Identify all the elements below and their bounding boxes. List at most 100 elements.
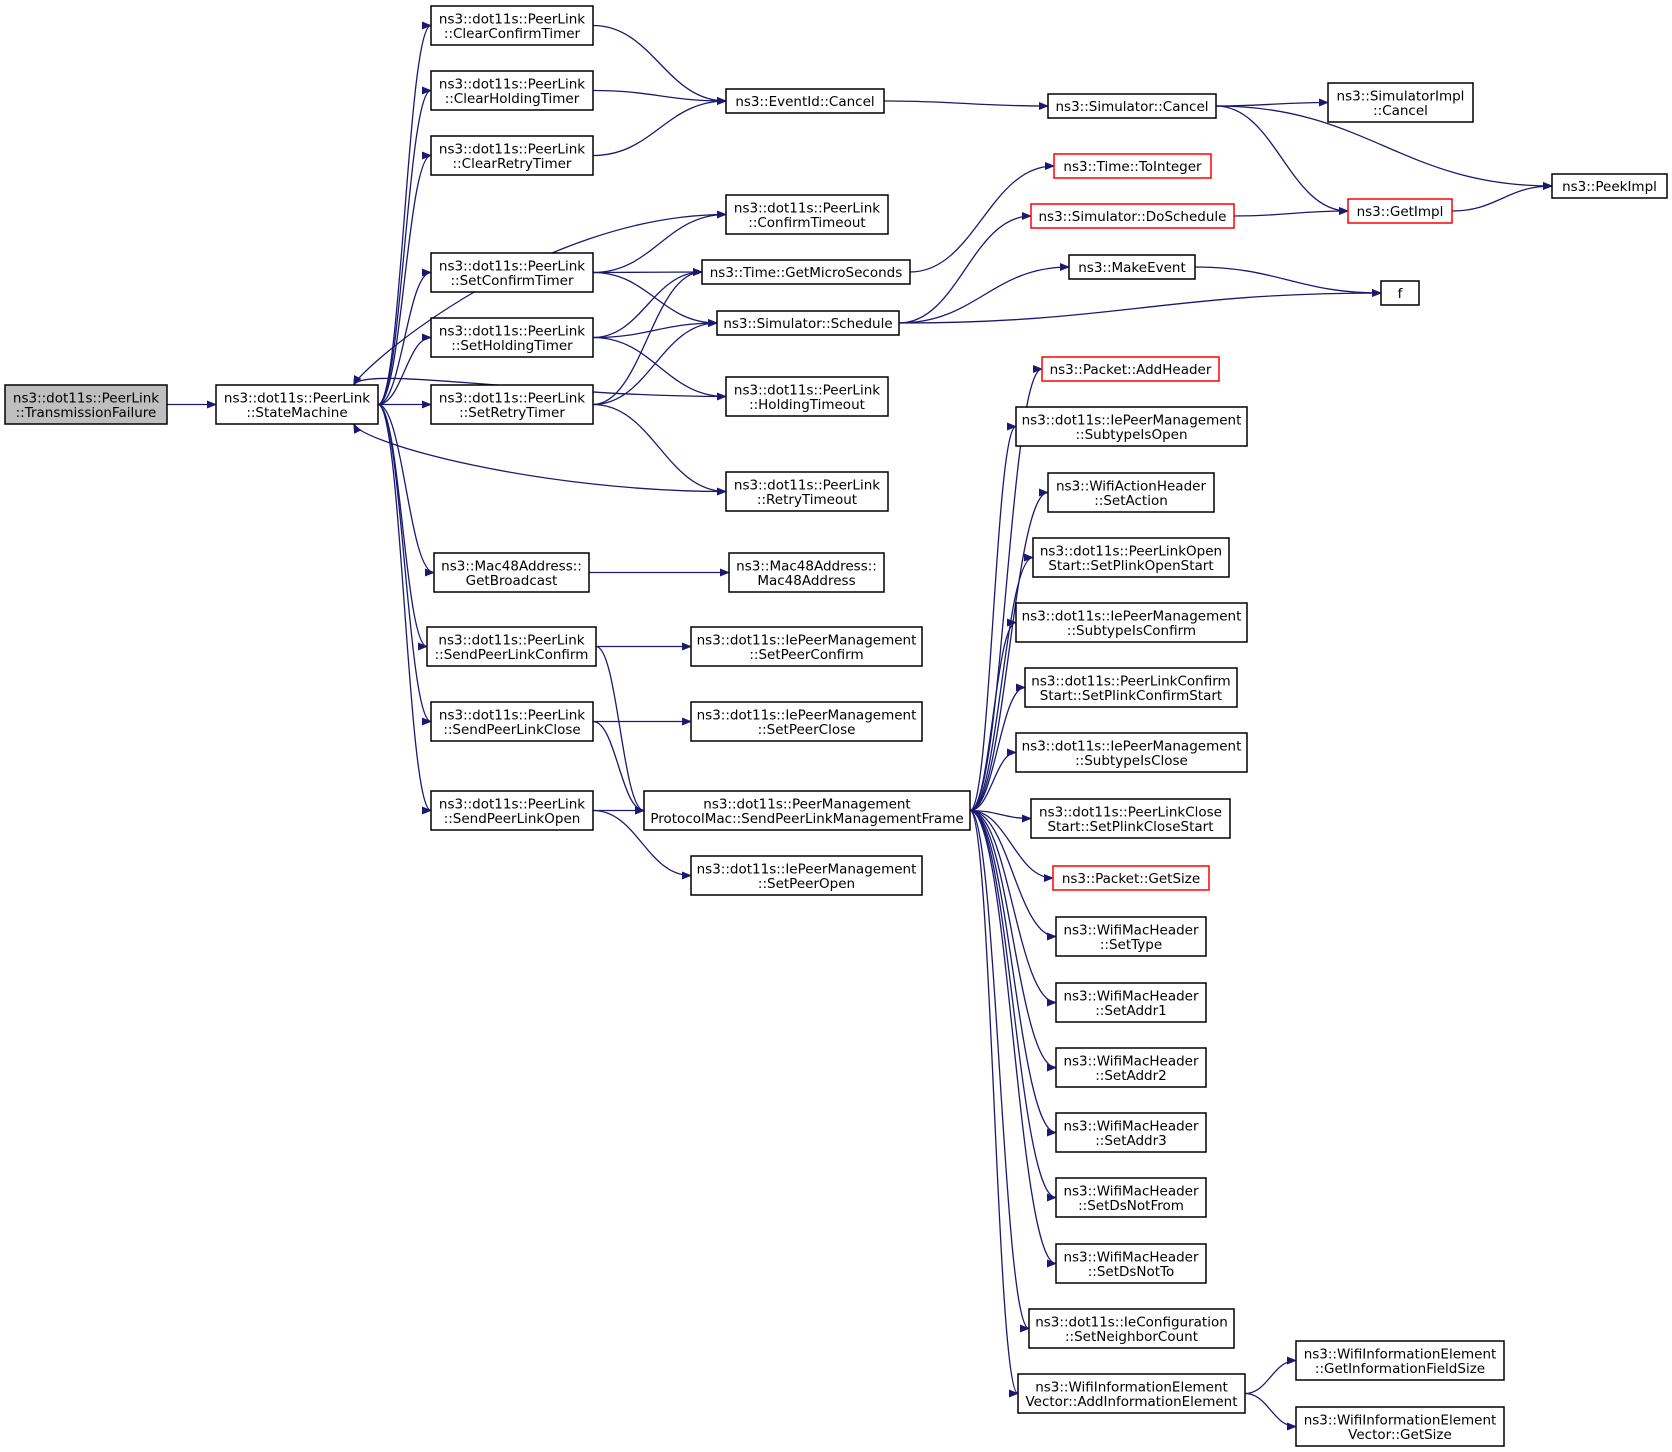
node-settype[interactable]: ns3::WifiMacHeader::SetType — [1055, 916, 1207, 957]
node-box — [430, 790, 594, 831]
node-setpeeropen[interactable]: ns3::dot11s::IePeerManagement::SetPeerOp… — [690, 855, 923, 896]
node-label: ns3::dot11s::IePeerManagement — [1022, 412, 1242, 428]
node-clearconfirmtimer[interactable]: ns3::dot11s::PeerLink::ClearConfirmTimer — [430, 5, 594, 46]
node-setpeerclose[interactable]: ns3::dot11s::IePeerManagement::SetPeerCl… — [690, 701, 923, 742]
node-peekimpl[interactable]: ns3::PeekImpl — [1551, 173, 1668, 199]
edge-sendmgmtframe-to-setneighborcount — [969, 809, 1030, 1333]
node-box — [1032, 537, 1230, 578]
node-box — [725, 194, 889, 235]
node-label: ns3::dot11s::IePeerManagement — [697, 632, 917, 648]
node-setaddr2[interactable]: ns3::WifiMacHeader::SetAddr2 — [1055, 1047, 1207, 1088]
node-simcancel[interactable]: ns3::Simulator::Cancel — [1047, 93, 1217, 119]
node-label: ns3::EventId::Cancel — [735, 94, 874, 110]
node-setconfirmtimer[interactable]: ns3::dot11s::PeerLink::SetConfirmTimer — [430, 252, 594, 293]
node-label: ns3::Simulator::Cancel — [1055, 99, 1208, 115]
node-sendpeerlinkopen[interactable]: ns3::dot11s::PeerLink::SendPeerLinkOpen — [430, 790, 594, 831]
node-label: ns3::PeekImpl — [1562, 179, 1657, 195]
node-timetointeger[interactable]: ns3::Time::ToInteger — [1053, 153, 1212, 179]
node-setplinkopenstart[interactable]: ns3::dot11s::PeerLinkOpenStart::SetPlink… — [1032, 537, 1230, 578]
edge-sendmgmtframe-to-subtypeisconfirm — [969, 618, 1017, 812]
node-eventidcancel[interactable]: ns3::EventId::Cancel — [725, 88, 885, 114]
node-subtypeisopen[interactable]: ns3::dot11s::IePeerManagement::SubtypeIs… — [1015, 406, 1248, 447]
node-mac48address[interactable]: ns3::Mac48Address::Mac48Address — [728, 552, 885, 593]
node-label: ::StateMachine — [246, 405, 347, 421]
node-label: ::SetHoldingTimer — [451, 338, 573, 354]
node-getimpl[interactable]: ns3::GetImpl — [1347, 198, 1453, 224]
edge-setholdingtimer-to-getmicroseconds — [592, 268, 703, 339]
node-getinfofieldsize[interactable]: ns3::WifiInformationElement::GetInformat… — [1295, 1340, 1505, 1381]
node-statemachine[interactable]: ns3::dot11s::PeerLink::StateMachine — [215, 384, 379, 425]
node-label: ns3::dot11s::PeerLink — [439, 76, 585, 92]
node-setplinkconfirmstart[interactable]: ns3::dot11s::PeerLinkConfirmStart::SetPl… — [1024, 667, 1238, 708]
node-label: ns3::GetImpl — [1357, 204, 1444, 220]
node-box — [430, 5, 594, 46]
node-dosschedule[interactable]: ns3::Simulator::DoSchedule — [1030, 203, 1235, 229]
node-packetgetsize[interactable]: ns3::Packet::GetSize — [1052, 865, 1210, 891]
node-addinfoelement[interactable]: ns3::WifiInformationElementVector::AddIn… — [1017, 1373, 1246, 1414]
node-label: ns3::MakeEvent — [1078, 260, 1186, 276]
node-box — [1295, 1406, 1505, 1447]
node-label: ns3::Packet::AddHeader — [1050, 362, 1212, 378]
node-makeevent[interactable]: ns3::MakeEvent — [1068, 254, 1196, 280]
edge-getmicroseconds-to-timetointeger — [909, 162, 1055, 273]
node-label: ns3::Mac48Address:: — [441, 558, 582, 574]
node-setaddr3[interactable]: ns3::WifiMacHeader::SetAddr3 — [1055, 1112, 1207, 1153]
node-label: ns3::WifiActionHeader — [1056, 478, 1206, 494]
node-setpeerconfirm[interactable]: ns3::dot11s::IePeerManagement::SetPeerCo… — [690, 626, 923, 667]
edge-sendpeerlinkopen-to-setpeeropen — [592, 809, 692, 880]
node-box — [728, 552, 885, 593]
node-label: ::Cancel — [1373, 103, 1428, 119]
edge-sendpeerlinkclose-to-sendmgmtframe — [592, 720, 645, 815]
edge-simcancel-to-getimpl — [1215, 105, 1349, 215]
edge-clearconfirmtimer-to-eventidcancel — [592, 24, 727, 105]
node-f[interactable]: f — [1380, 280, 1420, 306]
node-simschedule[interactable]: ns3::Simulator::Schedule — [716, 310, 900, 336]
node-label: ::TransmissionFailure — [16, 405, 157, 421]
node-subtypeisclose[interactable]: ns3::dot11s::IePeerManagement::SubtypeIs… — [1015, 732, 1248, 773]
node-retrytimeout[interactable]: ns3::dot11s::PeerLink::RetryTimeout — [725, 471, 889, 512]
node-label: ns3::dot11s::PeerLink — [438, 632, 584, 648]
node-confirmtimeout[interactable]: ns3::dot11s::PeerLink::ConfirmTimeout — [725, 194, 889, 235]
node-setretrytimer[interactable]: ns3::dot11s::PeerLink::SetRetryTimer — [430, 384, 594, 425]
edge-setretrytimer-to-getmicroseconds — [592, 268, 703, 406]
edge-addinfoelement-to-vectorgetsize — [1244, 1392, 1297, 1431]
node-clearholdingtimer[interactable]: ns3::dot11s::PeerLink::ClearHoldingTimer — [430, 70, 594, 111]
node-box — [433, 552, 590, 593]
node-sendmgmtframe[interactable]: ns3::dot11s::PeerManagementProtocolMac::… — [643, 790, 971, 831]
node-setaddr1[interactable]: ns3::WifiMacHeader::SetAddr1 — [1055, 982, 1207, 1023]
node-label: ::SetDsNotTo — [1088, 1264, 1175, 1280]
node-label: Vector::GetSize — [1348, 1427, 1452, 1443]
node-getmicroseconds[interactable]: ns3::Time::GetMicroSeconds — [701, 259, 911, 285]
node-getbroadcast[interactable]: ns3::Mac48Address::GetBroadcast — [433, 552, 590, 593]
edge-addinfoelement-to-getinfofieldsize — [1244, 1356, 1297, 1395]
node-simimplcancel[interactable]: ns3::SimulatorImpl::Cancel — [1327, 82, 1474, 123]
node-box — [1055, 982, 1207, 1023]
node-label: ns3::WifiMacHeader — [1063, 1118, 1199, 1134]
node-label: ns3::WifiMacHeader — [1063, 1183, 1199, 1199]
node-box — [725, 88, 885, 114]
node-setdsnotto[interactable]: ns3::WifiMacHeader::SetDsNotTo — [1055, 1243, 1207, 1284]
node-box — [1052, 865, 1210, 891]
edge-statemachine-to-sendpeerlinkclose — [377, 403, 432, 726]
node-label: f — [1398, 286, 1404, 302]
node-setholdingtimer[interactable]: ns3::dot11s::PeerLink::SetHoldingTimer — [430, 317, 594, 358]
node-label: ::ClearConfirmTimer — [444, 26, 581, 42]
node-clearretrytimer[interactable]: ns3::dot11s::PeerLink::ClearRetryTimer — [430, 135, 594, 176]
node-transmissionfailure[interactable]: ns3::dot11s::PeerLink::TransmissionFailu… — [4, 384, 168, 425]
node-label: ns3::WifiMacHeader — [1063, 922, 1199, 938]
node-setdsnotfrom[interactable]: ns3::WifiMacHeader::SetDsNotFrom — [1055, 1177, 1207, 1218]
node-sendpeerlinkclose[interactable]: ns3::dot11s::PeerLink::SendPeerLinkClose — [430, 701, 594, 742]
edge-getimpl-to-peekimpl — [1451, 182, 1553, 212]
node-setplinkclosestart[interactable]: ns3::dot11s::PeerLinkCloseStart::SetPlin… — [1030, 798, 1231, 839]
node-subtypeisconfirm[interactable]: ns3::dot11s::IePeerManagement::SubtypeIs… — [1015, 602, 1248, 643]
node-box — [1295, 1340, 1505, 1381]
node-addheader[interactable]: ns3::Packet::AddHeader — [1041, 356, 1220, 382]
node-holdingtimeout[interactable]: ns3::dot11s::PeerLink::HoldingTimeout — [725, 376, 889, 417]
node-label: ::ClearHoldingTimer — [445, 91, 580, 107]
node-setneighborcount[interactable]: ns3::dot11s::IeConfiguration::SetNeighbo… — [1028, 1308, 1235, 1349]
node-sendpeerlinkconfirm[interactable]: ns3::dot11s::PeerLink::SendPeerLinkConfi… — [426, 626, 597, 667]
node-vectorgetsize[interactable]: ns3::WifiInformationElementVector::GetSi… — [1295, 1406, 1505, 1447]
node-setaction[interactable]: ns3::WifiActionHeader::SetAction — [1047, 472, 1215, 513]
node-label: ns3::Simulator::Schedule — [723, 316, 892, 332]
node-box — [1015, 406, 1248, 447]
